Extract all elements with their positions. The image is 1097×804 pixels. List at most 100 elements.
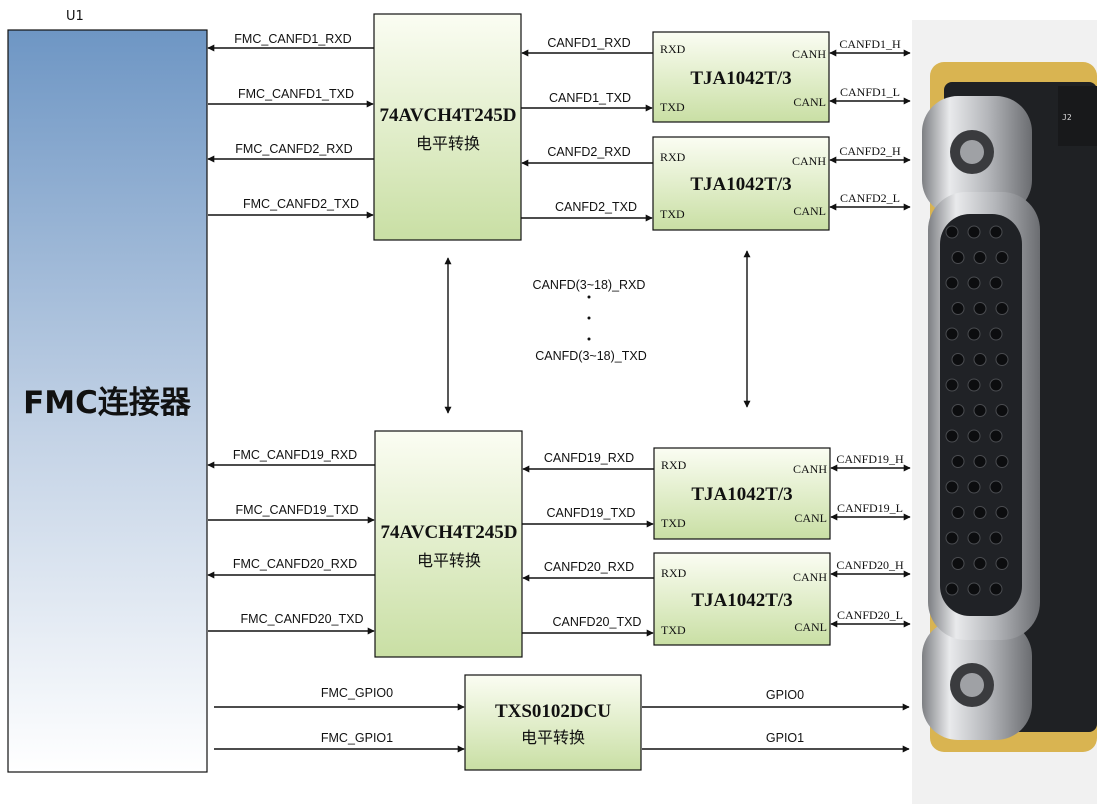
label-canfd1-l: CANFD1_L [840,85,900,99]
connector-pin-hole [989,276,1003,290]
connector-pin-hole [989,225,1003,239]
connector-pin-hole [967,225,981,239]
connector-pin-hole [951,353,965,366]
connector-ref: U1 [66,9,84,24]
gpio-level-shifter [464,674,642,771]
label-canfd19-txd: CANFD19_TXD [547,506,636,520]
label-canfd2-h: CANFD2_H [839,144,901,158]
connector-pin-hole [989,378,1003,392]
label-fmc-canfd19-rxd: FMC_CANFD19_RXD [233,448,357,462]
label-canfd2-rxd: CANFD2_RXD [547,145,630,159]
connector-pin-hole [995,455,1009,468]
transceiver-19-rxd-pin: RXD [661,458,687,472]
transceiver-19: TJA1042T/3 RXD TXD CANH CANL [653,447,831,540]
transceiver-1-part: TJA1042T/3 [690,68,791,89]
connector-pin-hole [967,378,981,392]
connector-pin-hole [973,557,987,570]
connector-pin-hole [951,506,965,519]
transceiver-20: TJA1042T/3 RXD TXD CANH CANL [653,552,831,646]
transceiver-20-txd-pin: TXD [661,623,686,637]
level-shifter-1 [373,13,522,241]
transceiver-2-canl-pin: CANL [793,204,826,218]
connector-pin-hole [973,455,987,468]
label-canfd2-txd: CANFD2_TXD [555,200,637,214]
connector-pin-hole [967,480,981,494]
label-canfd20-h: CANFD20_H [836,558,904,572]
label-fmc-canfd2-txd: FMC_CANFD2_TXD [243,197,359,211]
transceiver-1: TJA1042T/3 RXD TXD CANH CANL [652,31,830,123]
ellipsis-dot [587,337,591,341]
connector-pin-hole [973,353,987,366]
label-canfd19-h: CANFD19_H [836,452,904,466]
label-canfd19-l: CANFD19_L [837,501,903,515]
transceiver-2: TJA1042T/3 RXD TXD CANH CANL [652,136,830,231]
transceiver-19-part: TJA1042T/3 [691,484,792,505]
transceiver-1-rxd-pin: RXD [660,42,686,56]
label-fmc-canfd1-txd: FMC_CANFD1_TXD [238,87,354,101]
label-canfd19-rxd: CANFD19_RXD [544,451,634,465]
connector-pin-hole [967,276,981,290]
label-gpio0: GPIO0 [766,688,804,702]
label-fmc-canfd19-txd: FMC_CANFD19_TXD [236,503,359,517]
label-canfd1-rxd: CANFD1_RXD [547,36,630,50]
label-middle-rxd: CANFD(3~18)_RXD [533,278,646,292]
connector-pin-hole [995,506,1009,519]
label-canfd20-txd: CANFD20_TXD [553,615,642,629]
transceiver-1-txd-pin: TXD [660,100,685,114]
connector-pin-hole [995,404,1009,417]
transceiver-1-canh-pin: CANH [792,47,826,61]
connector-pin-hole [989,429,1003,443]
label-canfd20-rxd: CANFD20_RXD [544,560,634,574]
label-fmc-gpio0: FMC_GPIO0 [321,686,393,700]
connector-pin-hole [989,327,1003,341]
label-fmc-gpio1: FMC_GPIO1 [321,731,393,745]
transceiver-20-rxd-pin: RXD [661,566,687,580]
connector-pin-hole [945,582,959,596]
transceiver-20-canh-pin: CANH [793,570,827,584]
connector-pin-hole [973,506,987,519]
level-shifter-2-function: 电平转换 [417,551,481,570]
connector-pin-hole [995,353,1009,366]
db44-connector-photo: J2 [912,20,1097,804]
connector-pin-hole [945,225,959,239]
label-canfd20-l: CANFD20_L [837,608,903,622]
connector-pin-hole [951,302,965,315]
connector-pin-hole [995,251,1009,264]
transceiver-19-txd-pin: TXD [661,516,686,530]
connector-pin-hole [967,429,981,443]
label-gpio1: GPIO1 [766,731,804,745]
connector-pin-hole [945,327,959,341]
connector-pin-hole [989,480,1003,494]
connector-pin-hole [945,480,959,494]
transceiver-2-txd-pin: TXD [660,207,685,221]
connector-pin-hole [995,302,1009,315]
transceiver-19-canl-pin: CANL [794,511,827,525]
connector-pin-hole [951,455,965,468]
gpio-level-shifter-function: 电平转换 [521,728,585,747]
pcb-silkscreen: J2 [1062,113,1072,122]
label-fmc-canfd20-txd: FMC_CANFD20_TXD [241,612,364,626]
transceiver-20-part: TJA1042T/3 [691,590,792,611]
connector-pin-hole [951,557,965,570]
label-fmc-canfd2-rxd: FMC_CANFD2_RXD [235,142,352,156]
connector-pin-hole [995,557,1009,570]
transceiver-2-rxd-pin: RXD [660,150,686,164]
fmc-connector-label: FMC连接器 [23,385,192,421]
connector-pin-hole [945,276,959,290]
connector-pin-hole [967,531,981,545]
transceiver-1-canl-pin: CANL [793,95,826,109]
level-shifter-1-part: 74AVCH4T245D [380,105,517,126]
connector-pin-hole [945,378,959,392]
connector-pin-hole [967,582,981,596]
connector-pin-hole [989,582,1003,596]
transceiver-20-canl-pin: CANL [794,620,827,634]
label-fmc-canfd20-rxd: FMC_CANFD20_RXD [233,557,357,571]
level-shifter-2-part: 74AVCH4T245D [381,522,518,543]
level-shifter-1-function: 电平转换 [416,134,480,153]
transceiver-19-canh-pin: CANH [793,462,827,476]
label-canfd1-txd: CANFD1_TXD [549,91,631,105]
ellipsis-dot [587,316,591,320]
transceiver-2-canh-pin: CANH [792,154,826,168]
label-canfd1-h: CANFD1_H [839,37,901,51]
gpio-level-shifter-part: TXS0102DCU [495,701,611,722]
